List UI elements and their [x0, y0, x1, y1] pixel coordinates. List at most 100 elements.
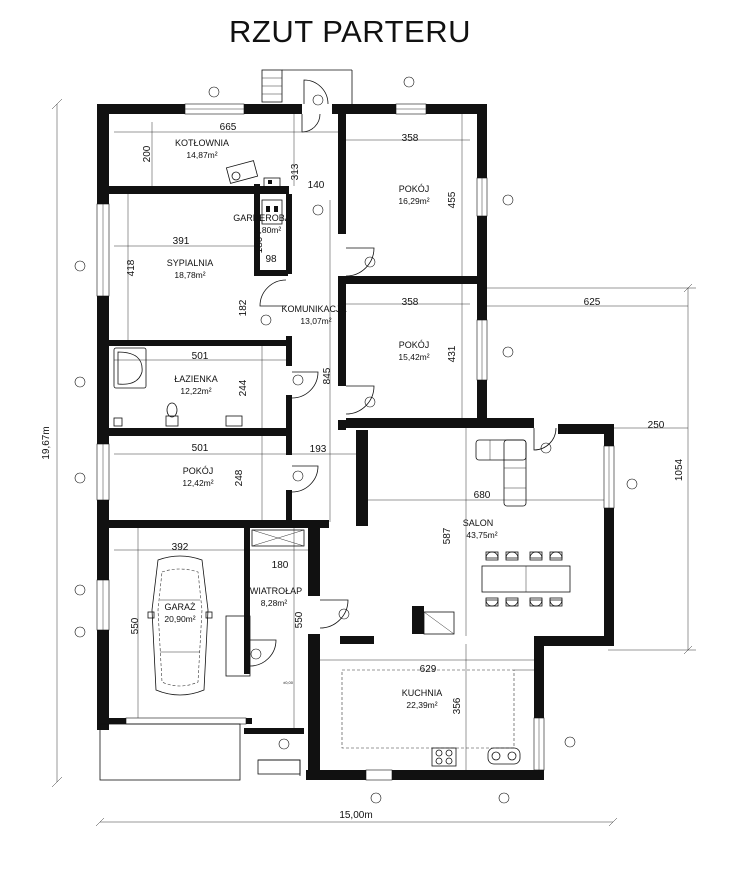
dim-313: 313	[290, 163, 301, 180]
marker-circle	[370, 792, 382, 804]
sink-icon	[225, 415, 243, 427]
dim-845: 845	[322, 367, 333, 384]
room-name-pokoj-ne: POKÓJ	[399, 184, 430, 194]
room-name-lazienka: ŁAZIENKA	[174, 374, 218, 384]
marker-circle	[292, 374, 304, 386]
room-name-garaz: GARAŻ	[164, 602, 196, 612]
dim-356: 356	[452, 697, 463, 714]
dim-244: 244	[238, 379, 249, 396]
marker-circle	[74, 376, 86, 388]
walls	[97, 104, 614, 780]
dim-501-room: 501	[192, 443, 209, 454]
dim-248: 248	[234, 469, 245, 486]
room-area-komunikacja: 13,07m²	[300, 316, 331, 326]
opening-markers	[74, 76, 638, 804]
dim-358-mid: 358	[402, 297, 419, 308]
room-name-wiatrolap: WIATROŁAP	[250, 586, 302, 596]
dim-358-top: 358	[402, 133, 419, 144]
room-area-salon: 43,75m²	[466, 530, 497, 540]
marker-circle	[292, 470, 304, 482]
room-area-lazienka: 12,22m²	[180, 386, 211, 396]
fixtures	[113, 160, 571, 767]
marker-circle	[260, 314, 272, 326]
wardrobe-icon	[261, 199, 283, 225]
toilet-icon	[165, 402, 179, 427]
marker-circle	[250, 648, 262, 660]
marker-circle	[502, 346, 514, 358]
dim-680: 680	[474, 490, 491, 501]
dim-98: 98	[265, 254, 277, 265]
dim-250: 250	[648, 420, 665, 431]
marker-circle	[338, 608, 350, 620]
dim-629: 629	[420, 664, 437, 675]
stove-icon	[431, 747, 457, 767]
marker-circle	[74, 626, 86, 638]
dim-200: 200	[142, 145, 153, 162]
room-name-sypialnia: SYPIALNIA	[167, 258, 214, 268]
room-area-pokoj-ne: 16,29m²	[398, 196, 429, 206]
room-name-kotlownia: KOTŁOWNIA	[175, 138, 229, 148]
room-area-garderoba: 1,80m²	[255, 225, 282, 235]
dim-392: 392	[172, 542, 189, 553]
room-name-kuchnia: KUCHNIA	[402, 688, 443, 698]
windows	[96, 103, 615, 781]
room-area-pokoj-e: 15,42m²	[398, 352, 429, 362]
dim-391: 391	[173, 236, 190, 247]
room-area-wiatrolap: 8,28m²	[261, 598, 288, 608]
marker-circle	[74, 260, 86, 272]
marker-circle	[502, 194, 514, 206]
dim-665: 665	[220, 122, 237, 133]
dim-455: 455	[447, 191, 458, 208]
marker-circle	[74, 472, 86, 484]
room-area-kotlownia: 14,87m²	[186, 150, 217, 160]
dim-625: 625	[584, 297, 601, 308]
room-name-pokoj-e: POKÓJ	[399, 340, 430, 350]
marker-circle	[74, 584, 86, 596]
dining-table-icon	[481, 551, 571, 607]
marker-circle	[364, 256, 376, 268]
marker-circle	[626, 478, 638, 490]
marker-circle	[403, 76, 415, 88]
marker-circle	[540, 442, 552, 454]
marker-circle	[564, 736, 576, 748]
marker-circle	[364, 396, 376, 408]
marker-circle	[278, 738, 290, 750]
car-icon	[147, 555, 213, 696]
room-name-komunikacja: KOMUNIKACJA	[281, 304, 346, 314]
sofa-icon	[475, 439, 527, 507]
room-name-garderoba: GARDEROBA	[233, 213, 291, 223]
dim-total-height: 19,67m	[41, 426, 52, 459]
dim-431: 431	[447, 345, 458, 362]
room-area-garaz: 20,90m²	[164, 614, 195, 624]
bathtub-icon	[113, 347, 147, 389]
overall-dimensions: 19,67m 15,00m 1054	[41, 98, 696, 827]
room-name-pokoj-w: POKÓJ	[183, 466, 214, 476]
room-area-sypialnia: 18,78m²	[174, 270, 205, 280]
dim-550-wiatrolap: 550	[294, 611, 305, 628]
room-name-salon: SALON	[463, 518, 494, 528]
room-area-kuchnia: 22,39m²	[406, 700, 437, 710]
marker-circle	[498, 792, 510, 804]
dim-180-garderoba: 180	[254, 236, 265, 253]
dimension-labels: 665 200 313 140 391 418 180 98 182 358 4…	[126, 122, 665, 714]
dim-193: 193	[310, 444, 327, 455]
dim-501-bath: 501	[192, 351, 209, 362]
marker-circle	[312, 94, 324, 106]
interior-lines	[99, 114, 688, 781]
dim-140: 140	[308, 180, 325, 191]
fireplace-icon	[423, 611, 455, 635]
dim-total-width: 15,00m	[339, 810, 372, 821]
dim-1054: 1054	[674, 458, 685, 481]
room-area-pokoj-w: 12,42m²	[182, 478, 213, 488]
dim-550-garage: 550	[130, 617, 141, 634]
marker-circle	[312, 204, 324, 216]
marker-circle	[208, 86, 220, 98]
page-title: RZUT PARTERU	[229, 14, 471, 49]
entrance-steps-top	[261, 69, 353, 104]
dim-180-wiatrolap: 180	[272, 560, 289, 571]
room-labels: KOTŁOWNIA 14,87m² GARDEROBA 1,80m² SYPIA…	[164, 138, 497, 710]
dim-418: 418	[126, 259, 137, 276]
level-mark: ±0,00	[283, 680, 294, 685]
boiler-icon	[225, 160, 281, 189]
